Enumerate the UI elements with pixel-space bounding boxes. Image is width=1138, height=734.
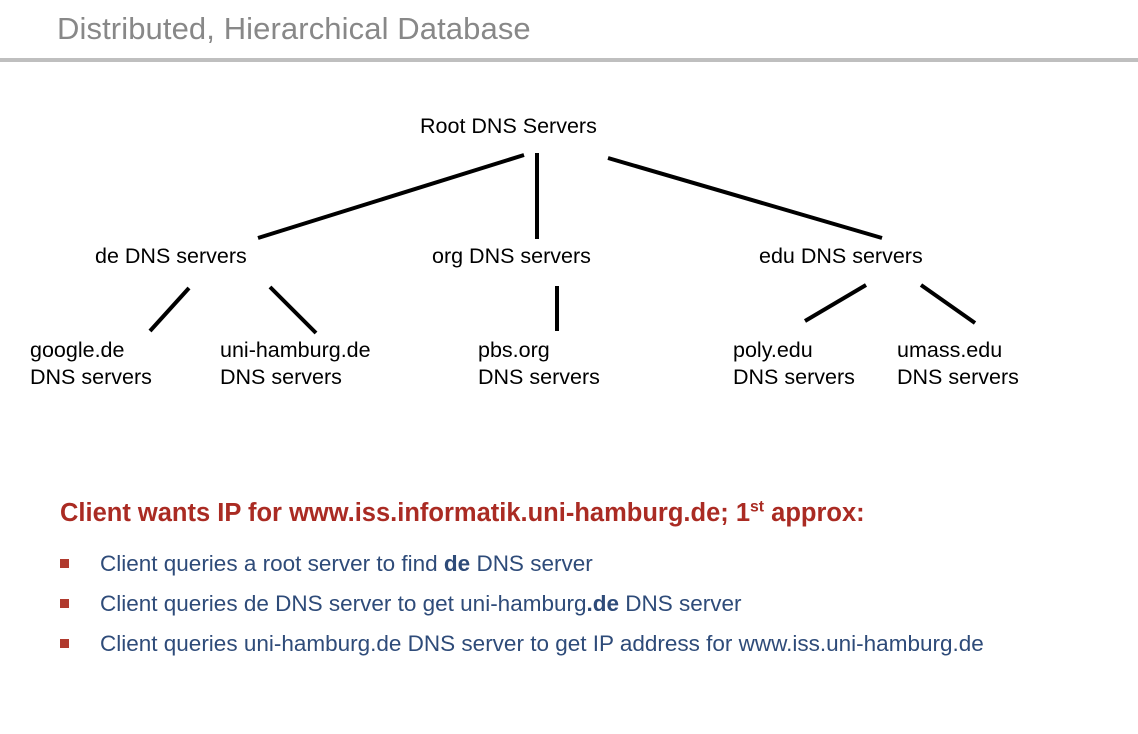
tree-node-edu: edu DNS servers — [759, 243, 923, 270]
list-item-text: Client queries a root server to find de … — [100, 548, 1080, 579]
tree-node-google-de-line2: DNS servers — [30, 365, 152, 389]
list-item-text-post: DNS server — [470, 551, 593, 576]
list-item-text: Client queries uni-hamburg.de DNS server… — [100, 628, 1080, 659]
section-heading-part2: approx: — [764, 499, 865, 527]
tree-node-google-de: google.de DNS servers — [30, 337, 152, 391]
tree-node-uni-hamburg-de-line1: uni-hamburg.de — [220, 338, 371, 362]
tree-node-umass-edu-line2: DNS servers — [897, 365, 1019, 389]
list-item-text-pre: Client queries a root server to find — [100, 551, 444, 576]
square-bullet-icon — [60, 559, 69, 568]
tree-node-pbs-org-line2: DNS servers — [478, 365, 600, 389]
section-heading: Client wants IP for www.iss.informatik.u… — [60, 496, 865, 530]
list-item: Client queries de DNS server to get uni-… — [60, 588, 1080, 619]
list-item-text-pre: Client queries uni-hamburg.de DNS server… — [100, 631, 984, 656]
tree-node-edu-label: edu DNS servers — [759, 244, 923, 268]
tree-node-pbs-org-line1: pbs.org — [478, 338, 550, 362]
square-bullet-icon — [60, 599, 69, 608]
tree-node-uni-hamburg-de-line2: DNS servers — [220, 365, 342, 389]
tree-node-de-label: de DNS servers — [95, 244, 247, 268]
bullet-list: Client queries a root server to find de … — [60, 548, 1080, 668]
list-item: Client queries a root server to find de … — [60, 548, 1080, 579]
tree-node-umass-edu: umass.edu DNS servers — [897, 337, 1019, 391]
tree-node-umass-edu-line1: umass.edu — [897, 338, 1003, 362]
tree-node-org-label: org DNS servers — [432, 244, 591, 268]
tree-node-poly-edu-line1: poly.edu — [733, 338, 813, 362]
tree-node-uni-hamburg-de: uni-hamburg.de DNS servers — [220, 337, 371, 391]
list-item-text-bold: .de — [586, 591, 620, 616]
list-item-text-post: DNS server — [619, 591, 742, 616]
list-item-text: Client queries de DNS server to get uni-… — [100, 588, 1080, 619]
tree-connector-lines — [148, 153, 977, 335]
dns-hierarchy-diagram: Root DNS Servers de DNS servers org DNS … — [30, 113, 1019, 391]
section-heading-part1: Client wants IP for www.iss.informatik.u… — [60, 499, 751, 527]
list-item-text-bold: de — [443, 551, 471, 576]
tree-node-pbs-org: pbs.org DNS servers — [478, 337, 600, 391]
page-title: Distributed, Hierarchical Database — [57, 11, 531, 46]
tree-node-root: Root DNS Servers — [420, 113, 597, 140]
tree-node-root-label: Root DNS Servers — [420, 114, 597, 138]
list-item: Client queries uni-hamburg.de DNS server… — [60, 628, 1080, 659]
tree-node-poly-edu-line2: DNS servers — [733, 365, 855, 389]
square-bullet-icon — [60, 639, 69, 648]
title-divider — [0, 58, 1138, 62]
tree-node-google-de-line1: google.de — [30, 338, 125, 362]
tree-node-org: org DNS servers — [432, 243, 591, 270]
tree-node-poly-edu: poly.edu DNS servers — [733, 337, 855, 391]
tree-node-de: de DNS servers — [95, 243, 247, 270]
section-heading-superscript: st — [750, 498, 765, 516]
list-item-text-pre: Client queries de DNS server to get uni-… — [100, 591, 587, 616]
